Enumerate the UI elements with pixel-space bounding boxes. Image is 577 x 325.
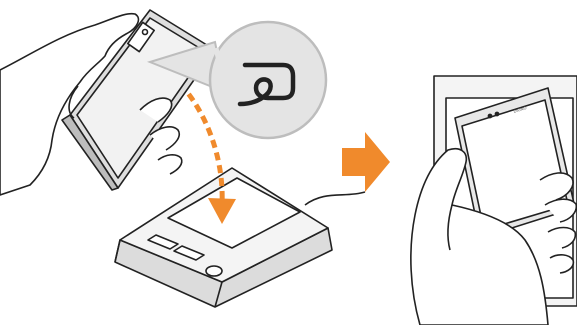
right-arrow-icon <box>342 132 390 192</box>
reader-button-round <box>206 266 222 276</box>
reader-cable <box>305 192 365 205</box>
left-panel <box>0 10 365 307</box>
card-reader-device <box>115 168 332 307</box>
right-panel: DIGNO <box>411 76 577 325</box>
